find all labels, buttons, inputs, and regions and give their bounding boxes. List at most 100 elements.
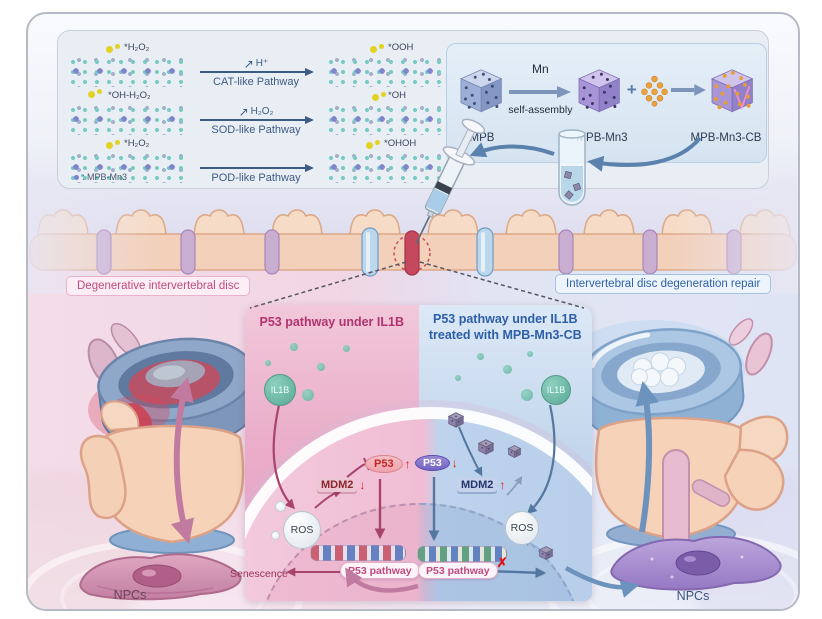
figure-frame: *H₂O₂ ↗H⁺ CAT-like Pathway *OOH *OH-H₂O₂ — [26, 12, 800, 611]
cytokine-dot — [527, 351, 533, 357]
adsorbate-icon — [106, 46, 113, 53]
nanosheet-product: *OH — [326, 90, 444, 137]
p53-pathway-panel: P53 pathway under IL1B P53 pathway under… — [245, 305, 592, 601]
reactant-label: *H₂O₂ — [124, 42, 150, 53]
p53-down-arrow-icon: ↓ — [451, 456, 458, 470]
sod-pathway-row: *OH-H₂O₂ ↗H₂O₂ SOD-like Pathway *OH — [68, 89, 448, 137]
cytokine-dot — [265, 360, 271, 366]
nanocube-icon — [538, 546, 554, 561]
left-panel-title: P53 pathway under IL1B — [259, 315, 404, 329]
reaction-arrow-icon — [200, 115, 314, 124]
byproduct-label: H⁺ — [255, 58, 269, 69]
mn-label: Mn — [532, 62, 549, 76]
pathway-label: POD-like Pathway — [211, 172, 301, 184]
reactant-label: *H₂O₂ — [124, 138, 150, 149]
mpb-mn3-dot-icon — [74, 174, 79, 180]
cytokine-dot — [521, 389, 533, 401]
nanosheet-icon — [326, 153, 444, 183]
cytokine-dot — [317, 363, 325, 371]
plus-sign: + — [626, 80, 637, 99]
bubble-icon — [271, 531, 280, 540]
nanosheet-icon — [68, 57, 186, 87]
ros-right-badge: ROS — [505, 511, 539, 545]
pathway-label: CAT-like Pathway — [213, 76, 299, 88]
nanosheet-reactant: *H₂O₂ — [68, 42, 186, 89]
bubble-icon — [275, 501, 286, 512]
nanosheet-icon — [326, 57, 444, 87]
mdm2-label: MDM2 — [317, 478, 358, 492]
mdm2-up-arrow-icon: ↑ — [499, 478, 506, 492]
reaction-arrow-icon — [200, 163, 314, 172]
p53-right-tag: P53 ↓ — [415, 455, 458, 471]
adsorbate-icon — [106, 142, 113, 149]
p53-label: P53 — [365, 455, 403, 473]
left-banner: Degenerative intervertebral disc — [66, 276, 251, 296]
pathway-label: SOD-like Pathway — [211, 124, 301, 136]
branch-arrow-icon: ↗ — [238, 105, 249, 119]
ros-left-badge: ROS — [283, 511, 321, 549]
p53-pathway-label: P53 pathway — [340, 562, 420, 579]
right-banner: Intervertebral disc degeneration repair — [555, 274, 772, 294]
reaction-arrow-block: ↗H⁺ CAT-like Pathway — [192, 54, 320, 89]
npc-cell-right — [610, 535, 782, 591]
npc-cell-left — [79, 553, 242, 601]
cytokine-dot — [455, 375, 461, 381]
nanocube-icon — [447, 412, 465, 428]
mdm2-label: MDM2 — [457, 478, 498, 492]
byproduct-label: H₂O₂ — [250, 106, 274, 117]
dna-left-icon — [310, 545, 406, 561]
ros-label: ROS — [510, 522, 534, 534]
adsorbate-icon — [370, 46, 377, 53]
dna-right-icon — [417, 546, 507, 562]
mdm2-down-arrow-icon: ↓ — [359, 478, 366, 492]
pod-pathway-row: *H₂O₂ ↗ POD-like Pathway *OHOH — [68, 137, 448, 185]
nanosheet-icon — [326, 105, 444, 135]
p53-up-arrow-icon: ↑ — [404, 457, 411, 471]
npcs-right-label: NPCs — [676, 589, 710, 603]
p53-pathway-label: P53 pathway✗ — [418, 555, 508, 579]
nanocube-icon — [477, 439, 495, 455]
cytokine-dot — [343, 345, 350, 352]
product-label: *OOH — [388, 42, 414, 53]
reaction-arrow-icon — [200, 67, 314, 76]
self-assembly-arrow: Mn self-assembly — [507, 60, 573, 120]
mpb-mn3-cube-icon — [578, 69, 621, 113]
nanosheet-reactant: *H₂O₂ — [68, 138, 186, 185]
p53-pathway-left-tag: P53 pathway — [340, 562, 420, 579]
healthy-vertebra-illustration — [563, 318, 789, 551]
product-label: *OHOH — [384, 138, 417, 149]
product-label: *OH — [388, 90, 406, 101]
cytokine-dot — [477, 353, 484, 360]
nanosheet-reactant: *OH-H₂O₂ — [68, 90, 186, 137]
p53-left-tag: P53 ↑ — [365, 455, 411, 473]
adsorbate-icon — [366, 142, 373, 149]
ros-label: ROS — [290, 524, 314, 536]
nanosheet-icon — [68, 105, 186, 135]
right-panel-title-line2: treated with MPB-Mn3-CB — [428, 327, 582, 342]
arrow-icon — [670, 84, 706, 96]
mdm2-left-tag: MDM2 ↓ — [317, 478, 365, 492]
cytokine-dot — [290, 343, 298, 351]
degenerated-vertebra-illustration — [79, 322, 259, 555]
il1b-label: IL1B — [546, 385, 566, 395]
mpb-mn3-cb-label: MPB-Mn3-CB — [690, 132, 762, 144]
p53-pathway-right-tag: P53 pathway✗ — [418, 555, 508, 579]
mpb-cube-icon — [460, 69, 503, 113]
legend-label: : MPB-Mn3 — [82, 172, 128, 182]
il1b-left-badge: IL1B — [264, 374, 296, 406]
cytokine-dot — [302, 389, 314, 401]
right-panel-title-line1: P53 pathway under IL1B — [433, 312, 578, 326]
branch-arrow-icon: ↗ — [243, 57, 254, 71]
legend: : MPB-Mn3 — [74, 172, 127, 182]
npcs-left-label: NPCs — [113, 588, 147, 602]
reactant-label: *OH-H₂O₂ — [108, 90, 151, 101]
arrow-icon — [509, 86, 572, 98]
reaction-arrow-block: ↗H₂O₂ SOD-like Pathway — [192, 102, 320, 137]
adsorbate-icon — [372, 94, 379, 101]
cb-dots-icon — [640, 75, 668, 107]
senescence-label: Senescence — [230, 568, 288, 580]
il1b-right-badge: IL1B — [541, 375, 571, 405]
nanocube-icon — [507, 445, 522, 459]
self-assembly-label: self-assembly — [508, 104, 573, 116]
